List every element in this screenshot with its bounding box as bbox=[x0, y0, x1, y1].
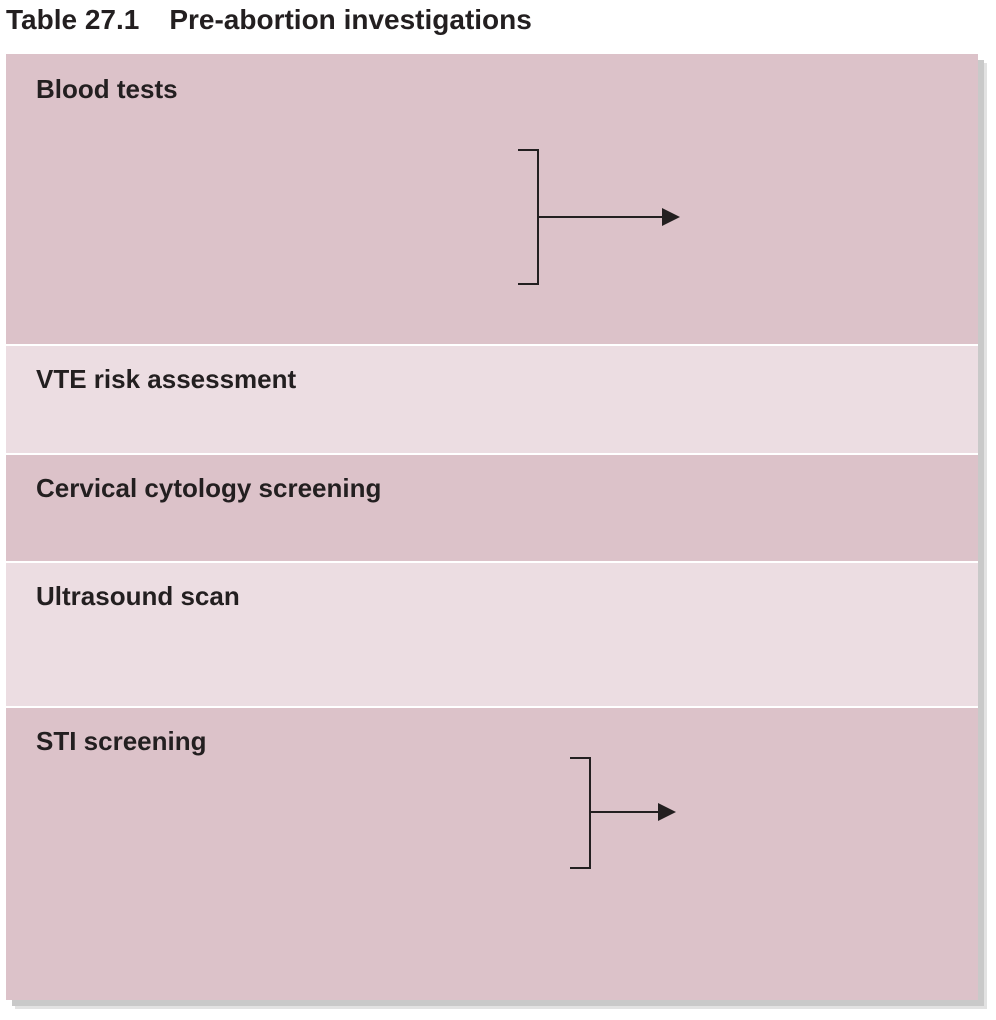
table-row-vte-risk-assessment: VTE risk assessment bbox=[6, 344, 978, 453]
row-label: Blood tests bbox=[36, 74, 178, 104]
row-label: VTE risk assessment bbox=[36, 364, 297, 394]
bracket-arrow-icon bbox=[570, 757, 676, 869]
investigations-table: Blood tests VTE risk assessment Cervical… bbox=[6, 54, 978, 1000]
table-row-ultrasound-scan: Ultrasound scan bbox=[6, 561, 978, 706]
table-row-sti-screening: STI screening bbox=[6, 706, 978, 1000]
row-label: Ultrasound scan bbox=[36, 581, 240, 611]
table-title: Table 27.1 Pre-abortion investigations bbox=[6, 0, 532, 40]
table-row-cervical-cytology-screening: Cervical cytology screening bbox=[6, 453, 978, 561]
table-caption: Pre-abortion investigations bbox=[169, 4, 532, 35]
row-label: STI screening bbox=[36, 726, 207, 756]
table-row-blood-tests: Blood tests bbox=[6, 54, 978, 344]
table-number: Table 27.1 bbox=[6, 4, 140, 35]
row-label: Cervical cytology screening bbox=[36, 473, 382, 503]
bracket-arrow-icon bbox=[518, 149, 680, 285]
